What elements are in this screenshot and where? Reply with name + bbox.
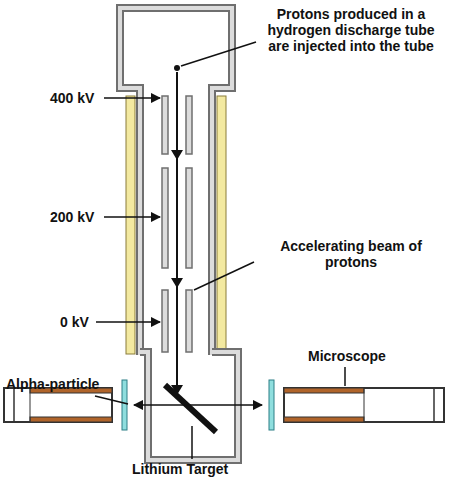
voltage-label: 0 kV — [60, 314, 100, 330]
voltage-label: 200 kV — [50, 209, 110, 225]
insulator-column — [126, 96, 135, 354]
microscope-symbol — [284, 388, 444, 422]
voltage-label: 400 kV — [50, 90, 110, 106]
vacuum-housing — [120, 8, 238, 460]
microscope-symbol — [4, 388, 112, 422]
callout-text: Protons produced in a hydrogen discharge… — [258, 6, 444, 54]
zinc-sulphide-screen — [122, 380, 127, 430]
part-label: Microscope — [308, 348, 418, 364]
part-label: Alpha-particle — [6, 376, 116, 392]
zinc-sulphide-screen — [269, 380, 274, 430]
alpha-path — [134, 404, 262, 406]
beam-arrowhead — [171, 150, 183, 395]
proton-source — [174, 65, 180, 71]
part-label: Accelerating beam of protons — [258, 238, 444, 270]
proton-beam — [176, 72, 178, 393]
lithium-target — [165, 385, 216, 432]
insulator-column — [217, 96, 226, 354]
part-label: Lithium Target — [132, 461, 262, 477]
